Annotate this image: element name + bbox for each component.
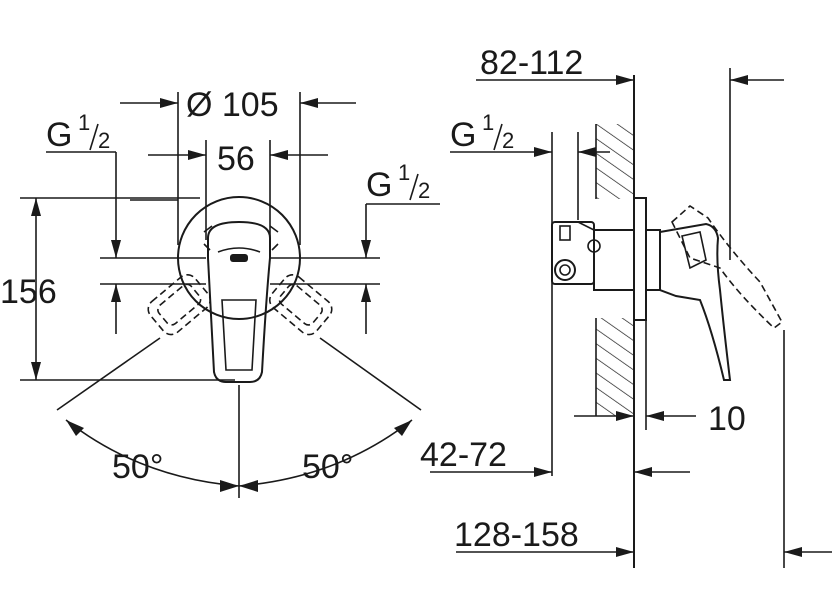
plate-width-label: 56 — [217, 140, 255, 178]
left-thread-den: 2 — [98, 128, 110, 153]
diameter-label: Ø 105 — [186, 86, 279, 124]
side-thread-den: 2 — [502, 128, 514, 153]
valve-body — [577, 221, 635, 291]
height-label: 156 — [0, 273, 57, 311]
lever-side-profile — [659, 204, 784, 381]
escutcheon-plate — [177, 196, 301, 320]
right-thread-callout: G 1 2 — [270, 160, 440, 334]
body-depth-dimension: 42-72 — [420, 436, 690, 477]
handle-left-rotated-position — [147, 273, 212, 336]
inlet-stub — [551, 132, 595, 476]
right-thread-den: 2 — [418, 178, 430, 203]
front-view: Ø 105 56 156 G 1 2 — [0, 86, 440, 498]
right-thread-base: G — [366, 166, 392, 204]
side-view: 82-112 G 1 2 — [420, 44, 832, 568]
plate-depth-dimension: 10 — [574, 320, 746, 438]
lever-handle — [203, 220, 279, 383]
plate-depth-label: 10 — [708, 400, 746, 438]
right-thread-num: 1 — [398, 160, 410, 185]
handle-indicator — [230, 254, 248, 262]
height-dimension: 156 — [0, 197, 235, 381]
side-thread-base: G — [450, 116, 476, 154]
side-thread-num: 1 — [482, 110, 494, 135]
handle-right-rotated-position — [268, 273, 333, 336]
projection-dimension: 82-112 — [476, 44, 784, 260]
overall-depth-label: 128-158 — [454, 516, 579, 554]
overall-depth-dimension: 128-158 — [454, 330, 832, 568]
left-thread-base: G — [46, 116, 72, 154]
plate-width-dimension: 56 — [148, 140, 328, 240]
escutcheon-side — [634, 197, 661, 321]
projection-label: 82-112 — [480, 44, 583, 82]
left-thread-callout: G 1 2 — [46, 110, 206, 334]
left-thread-num: 1 — [78, 110, 90, 135]
side-thread-callout: G 1 2 — [450, 110, 610, 157]
wall-section — [595, 75, 635, 568]
angle-dimension: 50° 50° — [56, 337, 422, 498]
right-angle-label: 50° — [302, 448, 353, 486]
body-depth-label: 42-72 — [420, 436, 507, 474]
diameter-dimension: Ø 105 — [120, 86, 356, 245]
left-angle-label: 50° — [112, 448, 163, 486]
